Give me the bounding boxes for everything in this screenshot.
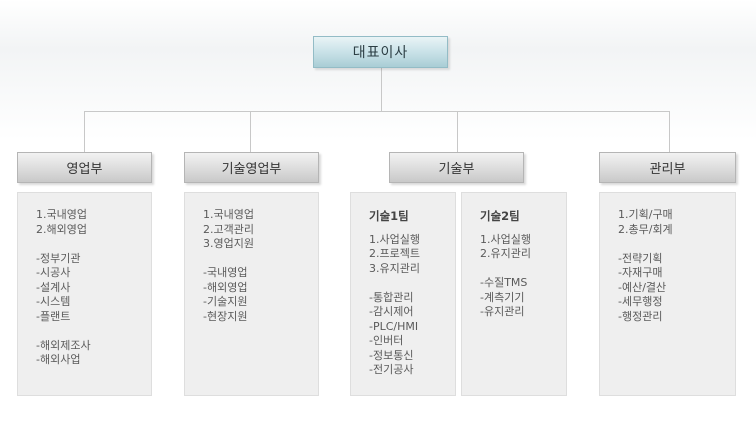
team2-title: 기술2팀 <box>480 209 520 223</box>
list-item: -자재구매 <box>618 266 663 279</box>
list-item: -예산/결산 <box>618 280 667 294</box>
connector-tech <box>457 111 458 152</box>
dept-tech-sales-label: 기술영업부 <box>221 162 282 177</box>
ceo-box: 대표이사 <box>313 36 448 68</box>
list-item: -행정관리 <box>618 309 663 323</box>
list-item: -시스템 <box>36 295 71 308</box>
item-group: -국내영업-해외영업-기술지원-현장지원 <box>203 266 318 324</box>
dept-tech-sales: 기술영업부 <box>184 152 319 183</box>
connector-sales <box>84 111 85 152</box>
list-item: -통합관리 <box>369 290 414 304</box>
item-group: -통합관리-감시제어-PLC/HMI-인버터-정보통신-전기공사 <box>369 291 455 378</box>
list-item: 2.유지관리 <box>480 247 531 260</box>
connector-ceo-down <box>381 68 382 112</box>
dept-tech: 기술부 <box>389 152 524 183</box>
connector-horizontal <box>84 111 670 112</box>
list-item: -감시제어 <box>369 305 414 318</box>
list-item: -계측기기 <box>480 290 525 304</box>
team1-title: 기술1팀 <box>369 209 409 223</box>
ceo-label: 대표이사 <box>352 45 409 61</box>
list-item: -정보통신 <box>369 348 414 362</box>
connector-admin <box>669 111 670 152</box>
item-group: -해외제조사-해외사업 <box>36 339 151 368</box>
list-item: -수질TMS <box>480 276 528 289</box>
dept-sales: 영업부 <box>17 152 152 183</box>
list-item: -유지관리 <box>480 305 525 318</box>
list-item: 1.사업실행 <box>480 232 531 246</box>
list-item: -현장지원 <box>203 309 248 323</box>
list-item: -설계사 <box>36 280 71 294</box>
dept-admin: 관리부 <box>599 152 736 183</box>
list-item: -해외영업 <box>203 280 248 294</box>
list-item: 1.기획/구매 <box>618 208 673 221</box>
list-item: -국내영업 <box>203 266 248 279</box>
list-item: -PLC/HMI <box>369 319 419 333</box>
list-item: 2.해외영업 <box>36 222 87 236</box>
list-item: 2.고객관리 <box>203 222 254 236</box>
list-item: 2.총무/회계 <box>618 222 673 236</box>
background-gradient <box>0 0 756 140</box>
list-item: -해외사업 <box>36 353 81 366</box>
list-item: -전기공사 <box>369 363 414 376</box>
connector-tech-sales <box>250 111 251 152</box>
dept-tech-label: 기술부 <box>438 162 475 177</box>
list-item: 2.프로젝트 <box>369 247 420 260</box>
dept-admin-label: 관리부 <box>649 162 686 177</box>
list-item: -기술지원 <box>203 295 248 308</box>
list-item: -정부기관 <box>36 251 81 265</box>
list-item: -플랜트 <box>36 309 71 323</box>
item-group: -정부기관-시공사-설계사-시스템-플랜트 <box>36 252 151 325</box>
list-item: -전략기획 <box>618 251 663 265</box>
list-item: 1.국내영업 <box>36 208 87 221</box>
dept-sales-label: 영업부 <box>66 162 103 177</box>
list-item: -세무행정 <box>618 295 663 308</box>
list-item: -해외제조사 <box>36 338 91 352</box>
item-group: -전략기획-자재구매-예산/결산-세무행정-행정관리 <box>618 252 735 325</box>
list-item: 1.국내영업 <box>203 208 254 221</box>
list-item: 3.영업지원 <box>203 237 254 250</box>
list-item: -인버터 <box>369 334 404 347</box>
item-group: -수질TMS-계측기기-유지관리 <box>480 276 566 320</box>
list-item: -시공사 <box>36 266 71 279</box>
list-item: 1.사업실행 <box>369 232 420 246</box>
list-item: 3.유지관리 <box>369 261 420 275</box>
